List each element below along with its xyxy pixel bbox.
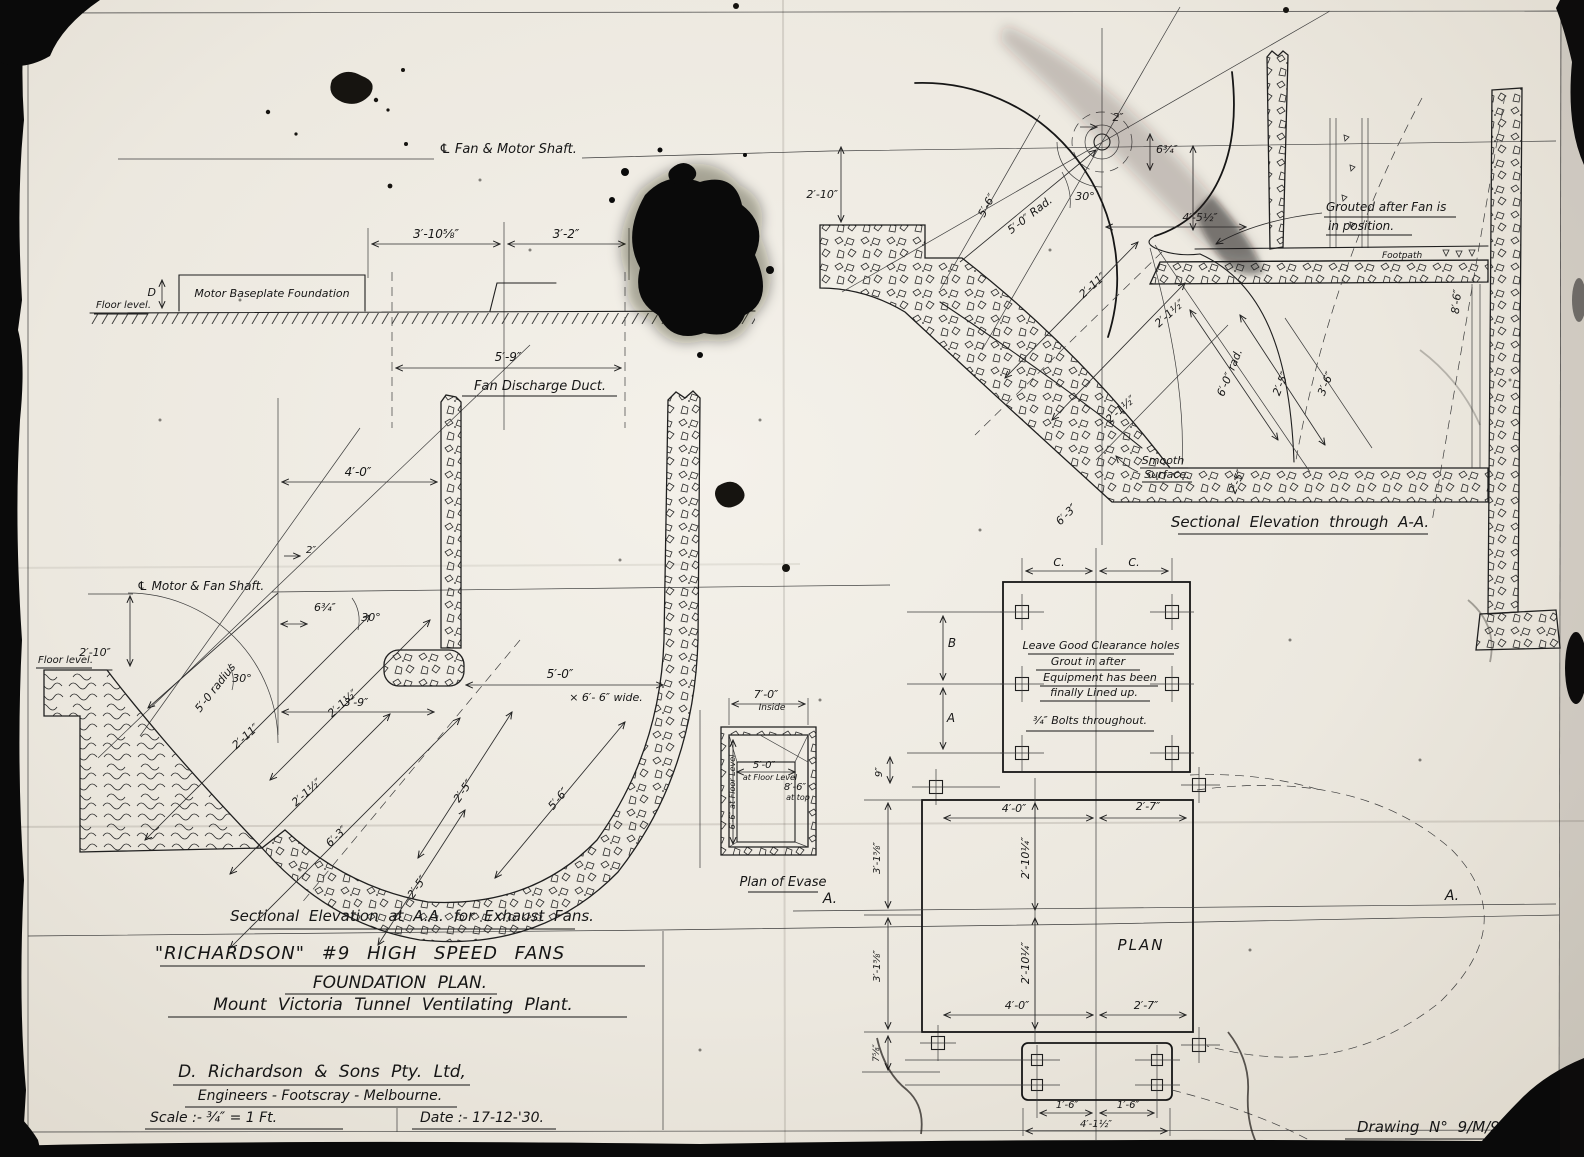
floor-level-label: Floor level. (96, 300, 151, 311)
view-foundation-plan: C. C. Leave Good Clearance holes Grout i… (792, 548, 1557, 1153)
section-label: A. (1444, 888, 1459, 904)
dim-label: at Floor Level (743, 773, 798, 782)
note-label: Equipment has been (1043, 671, 1157, 684)
dim-label: 4′-0″ (345, 465, 372, 479)
dim-label: 3′-1⅝″ (872, 842, 883, 874)
dim-label: 6′-0″ rad. (1214, 347, 1245, 398)
angle-label: 30° (361, 611, 381, 624)
dim-label: 3′-1⅝″ (872, 950, 883, 982)
dim-label: 3′-2″ (553, 227, 580, 241)
dim-label: 5′-9″ (495, 350, 522, 364)
dim-label: Inside (759, 703, 786, 713)
dim-label: 9″ (874, 767, 885, 777)
dim-label: 4′-1½″ (1080, 1118, 1112, 1130)
view-caption: Sectional Elevation at A.A. for Exhaust … (230, 907, 594, 925)
dim-label: B (948, 636, 956, 650)
dim-label: 2′-11″ (230, 720, 263, 751)
date-label: Date :- 17-12-'30. (420, 1110, 544, 1126)
note-label: Leave Good Clearance holes (1023, 639, 1180, 652)
dim-label: 2′-5″ (405, 872, 430, 900)
dim-label: 5′-0″ (547, 667, 574, 681)
dim-label: 4′-0″ (1002, 802, 1027, 815)
note-label: ¾″ Bolts throughout. (1033, 714, 1147, 727)
dim-label: 6′-3″ (1053, 501, 1080, 528)
angle-label: 30° (1075, 190, 1095, 203)
dim-label: 5′-6″ (545, 784, 571, 812)
centerline-label: ℄ Fan & Motor Shaft. (439, 142, 577, 157)
dim-label: 7′-0″ (754, 688, 779, 701)
dim-label: × 6′- 6″ wide. (569, 691, 643, 704)
note-label: Grouted after Fan is (1326, 200, 1446, 214)
dim-label: 2′-10″ (79, 646, 111, 659)
dim-label: 5′-0 radius (192, 661, 238, 715)
dim-label: at top (786, 793, 810, 802)
duct-label: Fan Discharge Duct. (474, 379, 606, 394)
floor-level-label: Floor level. (38, 655, 93, 666)
view-caption: Sectional Elevation through A-A. (1171, 513, 1429, 531)
view-section-at-aa: ℄ Motor & Fan Shaft. 5′-0 radius Floor l… (36, 344, 891, 948)
dim-label: 2′-7″ (1134, 999, 1159, 1012)
anchor-bolts (912, 594, 1220, 1063)
dim-label: 2′-10″ (806, 188, 838, 201)
paper-cracks (876, 349, 1493, 1151)
angle-label: 30° (232, 672, 252, 685)
scale-label: Scale :- ¾″ = 1 Ft. (150, 1110, 277, 1126)
dim-label: 8′-6″ (1449, 288, 1465, 315)
note-label: Grout in after (1051, 655, 1127, 668)
dim-label: 6′-6″ at Floor Level (728, 754, 737, 829)
dim-label: D (148, 286, 156, 299)
dim-label: 5′-0″ Rad. (1005, 194, 1055, 237)
view-caption: Plan of Evase (739, 875, 826, 890)
smudge (1000, 25, 1258, 260)
foundation-label: Motor Baseplate Foundation (194, 287, 349, 300)
section-label: A. (822, 891, 837, 907)
note-label: Surface. (1144, 468, 1189, 481)
dim-label: 4′-0″ (1005, 999, 1030, 1012)
dim-label: 8′-6″ (784, 782, 807, 793)
dim-label: 7⅝″ (872, 1043, 882, 1061)
view-caption: PLAN (1118, 936, 1165, 954)
centerline-label: ℄ Motor & Fan Shaft. (137, 579, 264, 593)
dim-label: 2′-5″ (1270, 369, 1292, 397)
dim-label: C. (1128, 556, 1139, 569)
footpath-label: Footpath (1382, 251, 1422, 261)
company-address: Engineers - Footscray - Melbourne. (198, 1088, 442, 1104)
dim-label: 2′-11″ (1077, 269, 1110, 300)
dim-label: 1′-6″ (1056, 1100, 1079, 1111)
company-name: D. Richardson & Sons Pty. Ltd, (178, 1062, 466, 1082)
note-label: finally Lined up. (1050, 686, 1138, 699)
dim-label: 1′-6″ (1117, 1100, 1140, 1111)
dim-label: C. (1053, 556, 1064, 569)
dim-label: 3′-10⅝″ (413, 227, 460, 241)
dim-label: 5′-6″ (975, 191, 998, 220)
project-name: Mount Victoria Tunnel Ventilating Plant. (213, 995, 573, 1015)
dim-label: 2″ (306, 545, 316, 556)
dim-label: 2′-10¼″ (1019, 941, 1032, 984)
view-baseplate-elevation: ℄ Fan & Motor Shaft. 3′-10⅝″ 3′-2″ Motor… (89, 140, 1557, 430)
drawing-subtitle: FOUNDATION PLAN. (313, 973, 487, 993)
ink-blot (609, 147, 774, 358)
view-evase-plan: 7′-0″ Inside 5′-0″ at Floor Level 8′-6″ … (699, 688, 827, 893)
drawing-number: Drawing N° 9/M/9 (1357, 1118, 1500, 1136)
dim-label: 2′-10¼″ (1019, 836, 1032, 879)
dim-label: 6¾″ (314, 601, 337, 614)
view-section-through-aa: Footpath 8′-6″ 2′-10″ 2″ 6¾″ 30° 5′-6″ 5… (806, 6, 1561, 651)
note-label: Smooth (1142, 454, 1184, 467)
dim-label: 2′-1½″ (1152, 296, 1188, 330)
note-label: in position. (1328, 219, 1394, 233)
dim-label: 2′-5″ (451, 776, 476, 804)
dim-label: 2′-1½″ (289, 775, 325, 809)
dim-label: 5′-0″ (753, 760, 776, 771)
dim-label: 3′-6″ (1315, 369, 1337, 397)
ink-specks (158, 3, 1512, 1052)
dim-label: A (946, 711, 955, 725)
drawing-title: "RICHARDSON" #9 HIGH SPEED FANS (155, 943, 565, 964)
title-block: "RICHARDSON" #9 HIGH SPEED FANS FOUNDATI… (145, 943, 1532, 1140)
dim-label: 2′-7″ (1136, 800, 1161, 813)
